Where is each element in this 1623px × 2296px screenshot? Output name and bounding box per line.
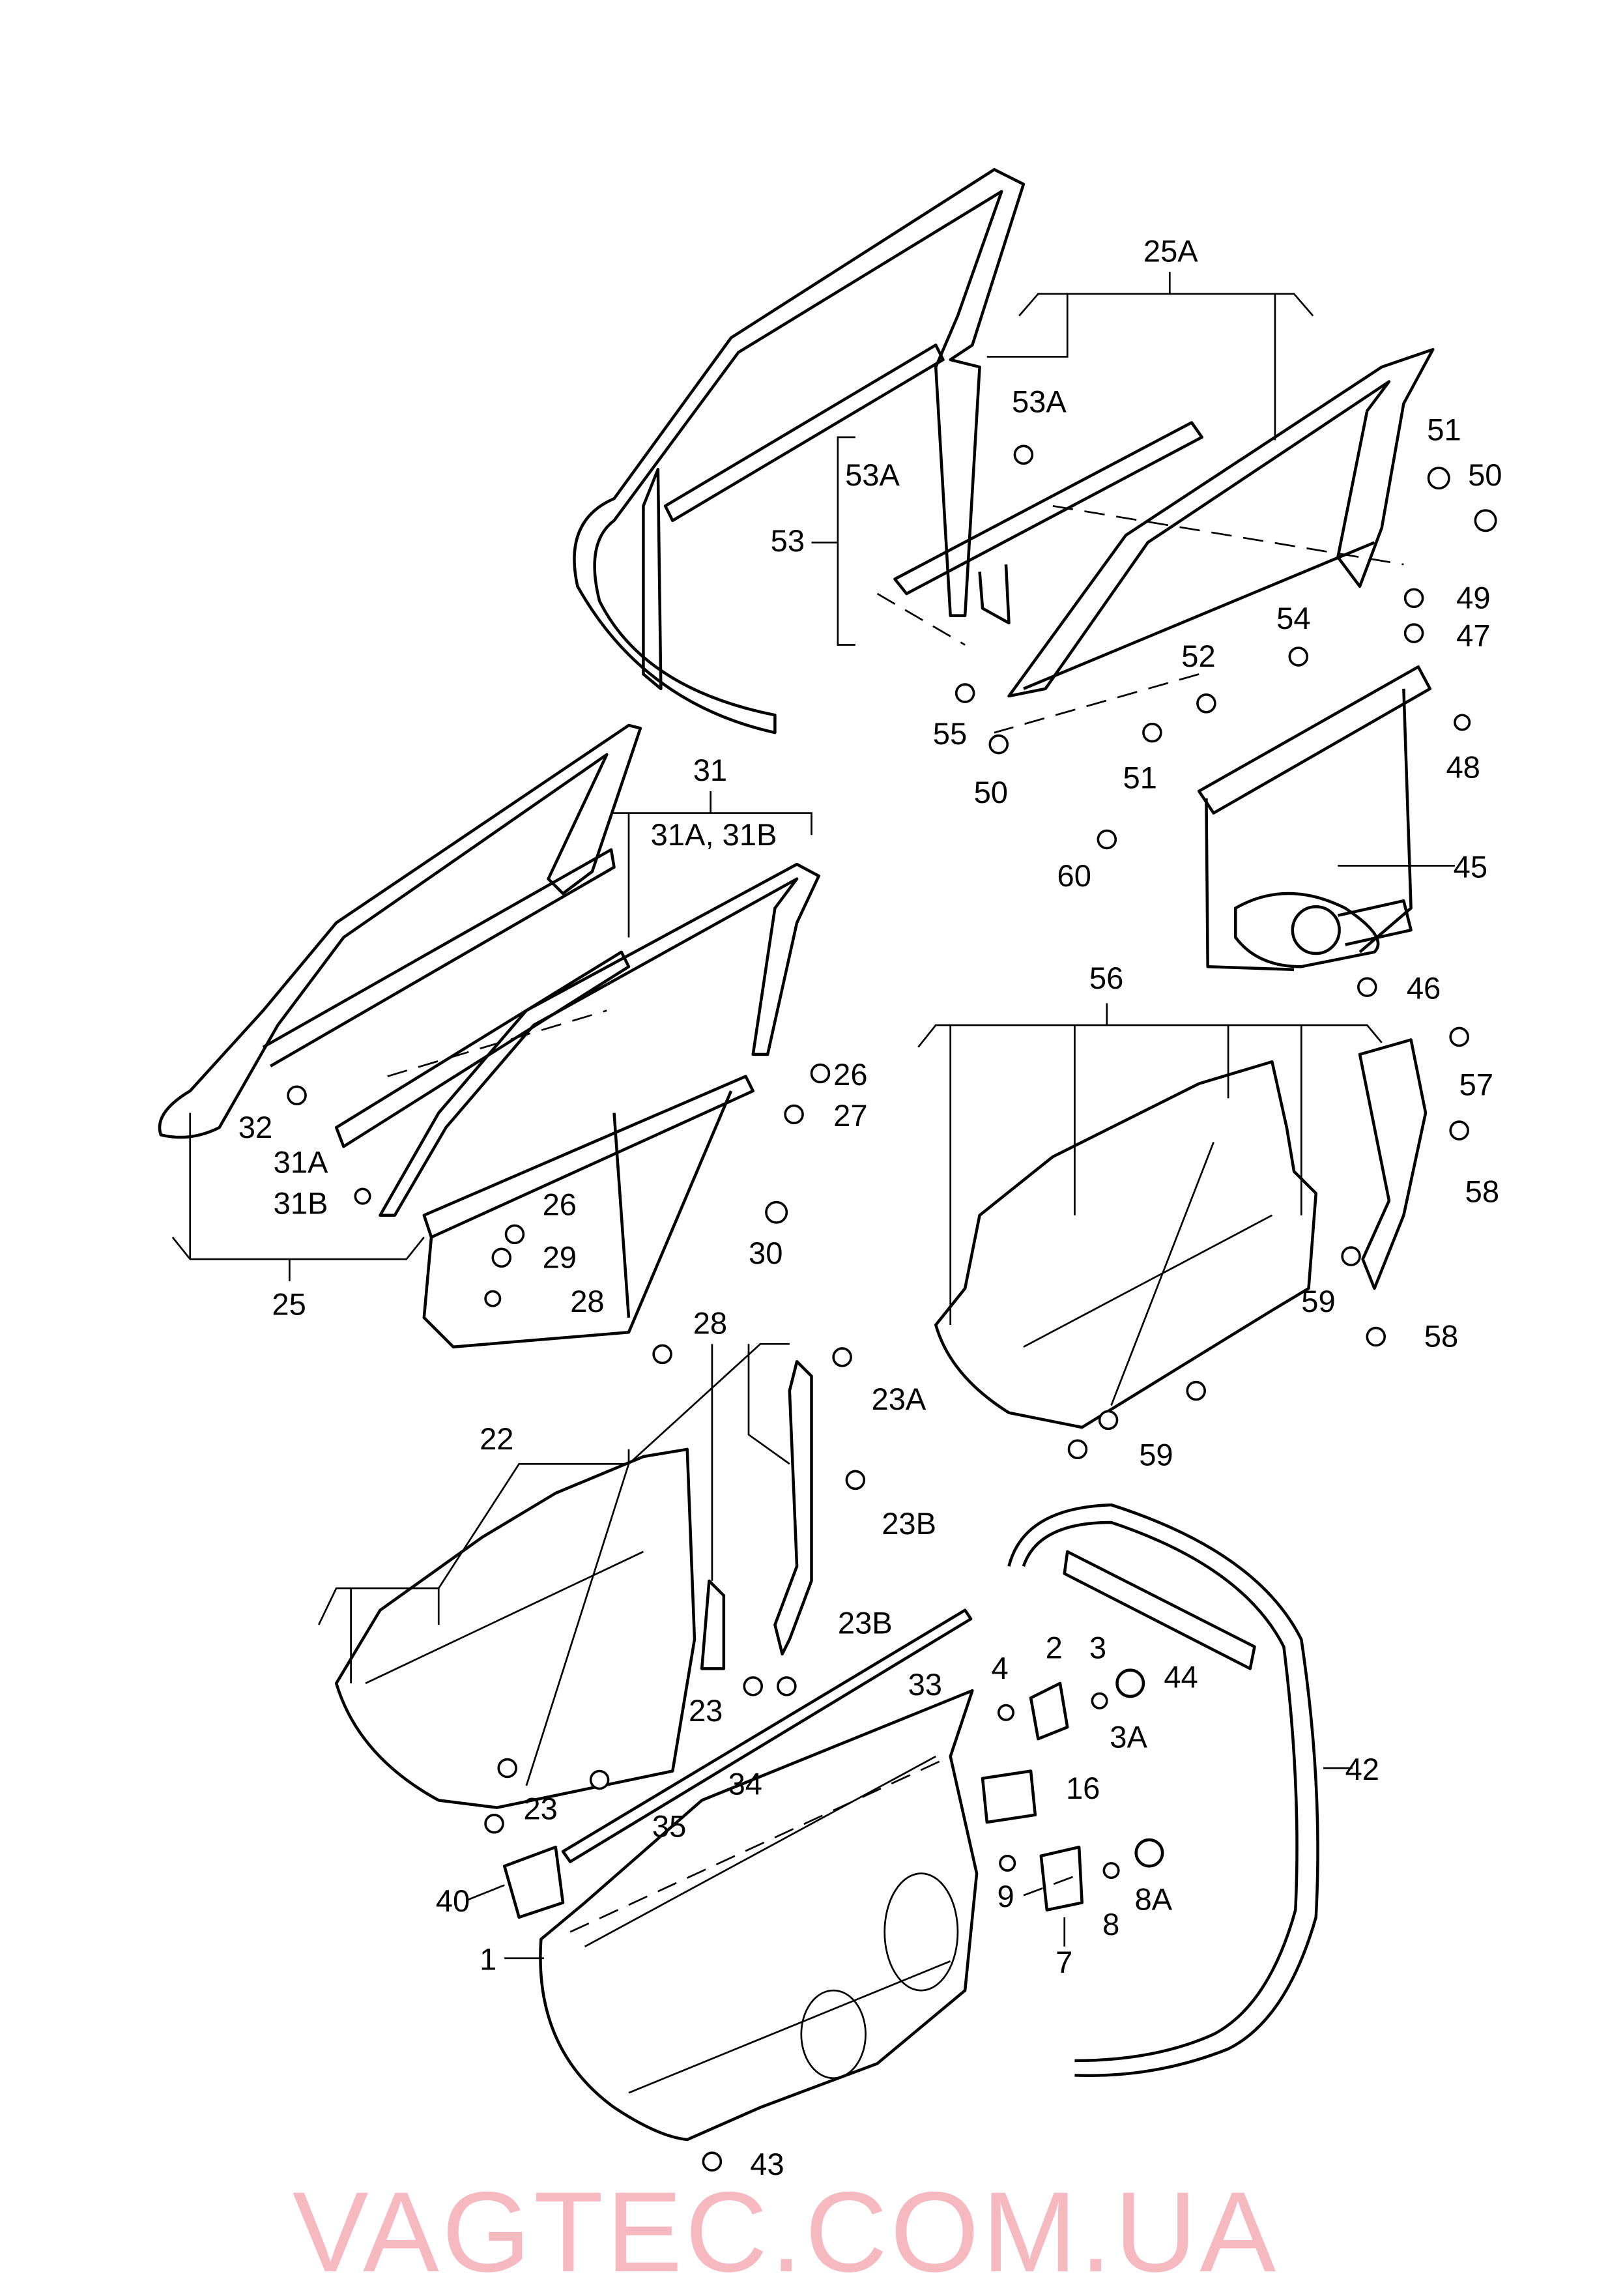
callout-label: 16 bbox=[1066, 1771, 1100, 1805]
callout-label: 23A bbox=[872, 1382, 926, 1416]
callout-label: 35 bbox=[652, 1809, 686, 1843]
callout-label: 40 bbox=[436, 1883, 470, 1918]
callout-label: 44 bbox=[1164, 1660, 1198, 1694]
guide-rail-53 bbox=[893, 421, 1203, 625]
callout-label: 49 bbox=[1456, 580, 1490, 615]
door-glass-31 bbox=[379, 862, 820, 1348]
callout-label: 22 bbox=[480, 1421, 513, 1456]
window-regulator bbox=[1197, 665, 1432, 971]
window-frame-upper bbox=[573, 167, 1026, 734]
callout-label: 54 bbox=[1276, 601, 1310, 635]
callout-label: 3A bbox=[1110, 1720, 1147, 1754]
callout-label: 31A bbox=[274, 1145, 328, 1180]
callout-label: 25 bbox=[272, 1286, 306, 1321]
callout-label: 28 bbox=[570, 1284, 604, 1318]
window-glass-25A bbox=[1007, 347, 1435, 698]
callout-label: 29 bbox=[543, 1240, 577, 1275]
callout-label: 58 bbox=[1424, 1319, 1458, 1354]
callout-label: 31 bbox=[693, 753, 727, 787]
callout-labels: 25A 53A 53A 53 51 50 49 47 54 52 55 50 5… bbox=[238, 234, 1502, 2181]
callout-label: 57 bbox=[1459, 1068, 1493, 1102]
callout-label: 45 bbox=[1454, 849, 1487, 884]
door-trim-22 bbox=[334, 1359, 813, 1809]
callout-label: 58 bbox=[1465, 1174, 1499, 1209]
callout-label: 8 bbox=[1102, 1907, 1119, 1941]
callout-label: 43 bbox=[750, 2147, 784, 2181]
watermark: VAGTEC.COM.UA bbox=[293, 2169, 1279, 2296]
callout-label: 51 bbox=[1427, 412, 1461, 446]
callout-label: 59 bbox=[1301, 1284, 1335, 1318]
callout-label: 26 bbox=[833, 1057, 867, 1092]
callout-label: 47 bbox=[1456, 618, 1490, 653]
callout-label: 23 bbox=[689, 1693, 723, 1728]
callout-label: 26 bbox=[543, 1187, 577, 1222]
callout-label: 31A, 31B bbox=[651, 817, 777, 852]
callout-label: 2 bbox=[1046, 1631, 1063, 1665]
callout-label: 56 bbox=[1089, 961, 1123, 995]
callout-label: 33 bbox=[908, 1667, 942, 1702]
callout-label: 60 bbox=[1057, 858, 1091, 893]
callout-label: 46 bbox=[1407, 971, 1441, 1006]
callout-label: 23B bbox=[882, 1506, 936, 1541]
callout-label: 52 bbox=[1181, 639, 1215, 673]
callout-label: 27 bbox=[833, 1098, 867, 1133]
callout-label: 53A bbox=[845, 458, 900, 492]
callout-label: 42 bbox=[1345, 1752, 1379, 1786]
callout-label: 23B bbox=[838, 1606, 893, 1640]
door-shell-1 bbox=[502, 1608, 979, 2142]
callout-label: 48 bbox=[1446, 750, 1480, 785]
callout-label: 9 bbox=[998, 1879, 1014, 1913]
callout-label: 7 bbox=[1056, 1945, 1072, 1979]
door-trim-56 bbox=[934, 1038, 1428, 1429]
callout-label: 50 bbox=[1468, 458, 1502, 492]
callout-label: 31B bbox=[274, 1185, 328, 1220]
callout-label: 53 bbox=[771, 523, 805, 558]
small-parts bbox=[981, 1668, 1164, 1911]
leader-lines bbox=[171, 272, 1455, 1960]
callout-label: 55 bbox=[933, 716, 967, 751]
door-seal bbox=[1007, 1503, 1319, 2077]
callout-label: 50 bbox=[974, 775, 1008, 809]
window-frame-lower bbox=[158, 723, 642, 1148]
callout-label: 59 bbox=[1139, 1437, 1173, 1472]
callout-label: 30 bbox=[749, 1236, 783, 1270]
callout-label: 1 bbox=[480, 1942, 496, 1977]
callout-label: 34 bbox=[728, 1766, 762, 1801]
callout-label: 28 bbox=[693, 1306, 727, 1341]
callout-label: 51 bbox=[1123, 760, 1157, 794]
callout-label: 23 bbox=[523, 1792, 557, 1826]
callout-label: 53A bbox=[1012, 385, 1067, 419]
callout-label: 32 bbox=[238, 1110, 272, 1144]
callout-label: 3 bbox=[1089, 1631, 1106, 1665]
callout-label: 8A bbox=[1134, 1882, 1172, 1917]
fasteners bbox=[287, 444, 1497, 2172]
callout-label: 25A bbox=[1143, 234, 1198, 269]
callout-label: 4 bbox=[992, 1651, 1009, 1685]
